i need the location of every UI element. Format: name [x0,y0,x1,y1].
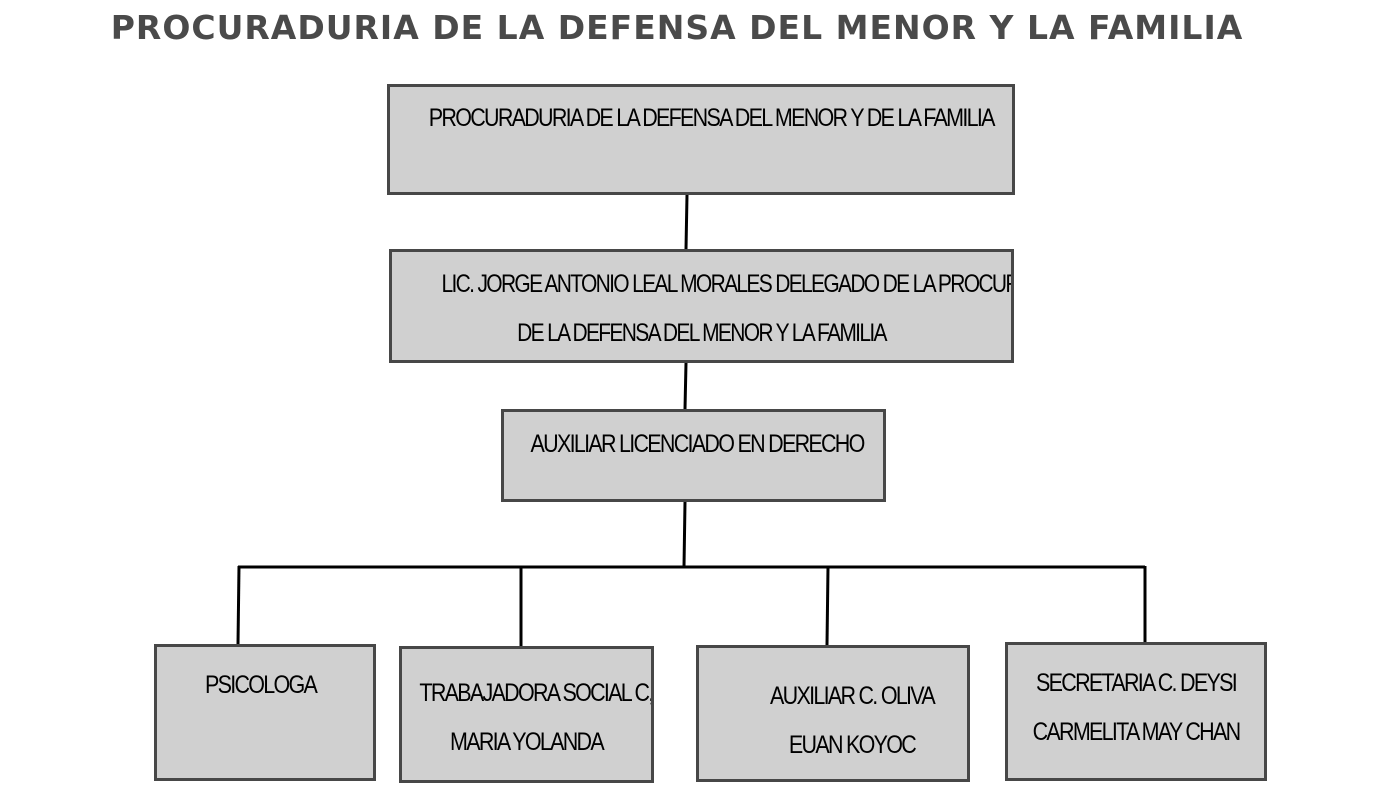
connector-delegado-auxiliar [683,362,688,410]
node-label: TRABAJADORA SOCIAL C, [419,679,653,707]
node-label: AUXILIAR C. OLIVA [770,682,936,710]
connector-auxiliar-trunk [682,501,687,568]
node-label: MARIA YOLANDA [450,728,605,756]
node-label: PROCURADURIA DE LA DEFENSA DEL MENOR Y D… [428,104,996,132]
connector-procuraduria-delegado [684,194,689,250]
connector-to-auxiliar-oliva [825,566,830,646]
node-secretaria: SECRETARIA C. DEYSI CARMELITA MAY CHAN [1005,642,1267,781]
node-delegado: LIC. JORGE ANTONIO LEAL MORALES DELEGADO… [389,249,1014,363]
connector-to-psicologa [236,565,241,645]
page-title: PROCURADURIA DE LA DEFENSA DEL MENOR Y L… [110,8,1244,47]
node-label: SECRETARIA C. DEYSI [1036,669,1238,697]
node-auxiliar-oliva: AUXILIAR C. OLIVA EUAN KOYOC [696,645,970,782]
node-label: LIC. JORGE ANTONIO LEAL MORALES DELEGADO… [441,270,1014,298]
node-label: DE LA DEFENSA DEL MENOR Y LA FAMILIA [517,319,887,347]
node-label: CARMELITA MAY CHAN [1032,718,1242,746]
node-procuraduria: PROCURADURIA DE LA DEFENSA DEL MENOR Y D… [387,84,1015,195]
node-label: PSICOLOGA [205,671,318,699]
node-label: EUAN KOYOC [788,731,917,759]
node-auxiliar-licenciado: AUXILIAR LICENCIADO EN DERECHO [501,409,886,502]
node-trabajadora-social: TRABAJADORA SOCIAL C, MARIA YOLANDA [399,646,654,783]
node-psicologa: PSICOLOGA [154,644,376,781]
node-label: AUXILIAR LICENCIADO EN DERECHO [530,430,866,458]
